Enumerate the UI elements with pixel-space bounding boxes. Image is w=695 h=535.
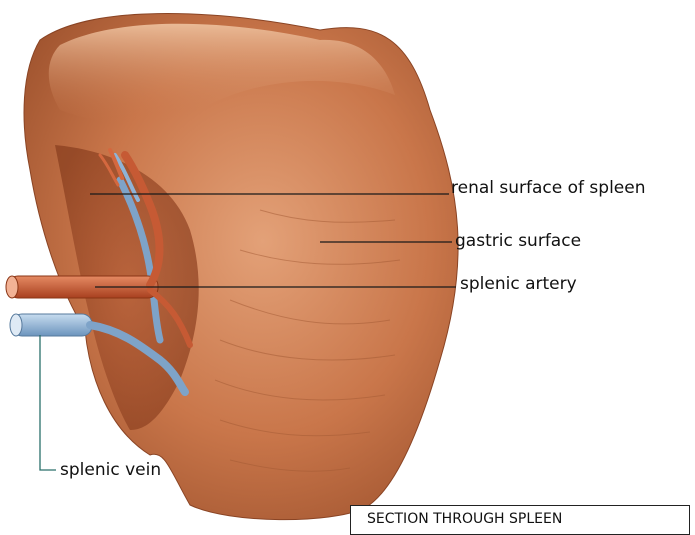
caption-box: SECTION THROUGH SPLEEN xyxy=(350,505,690,535)
label-splenic-vein: splenic vein xyxy=(60,462,161,479)
label-renal-surface: renal surface of spleen xyxy=(451,180,645,197)
leader-vein xyxy=(40,335,56,470)
caption-text: SECTION THROUGH SPLEEN xyxy=(367,512,562,526)
label-gastric-surface: gastric surface xyxy=(455,233,581,250)
label-splenic-artery: splenic artery xyxy=(460,276,577,293)
